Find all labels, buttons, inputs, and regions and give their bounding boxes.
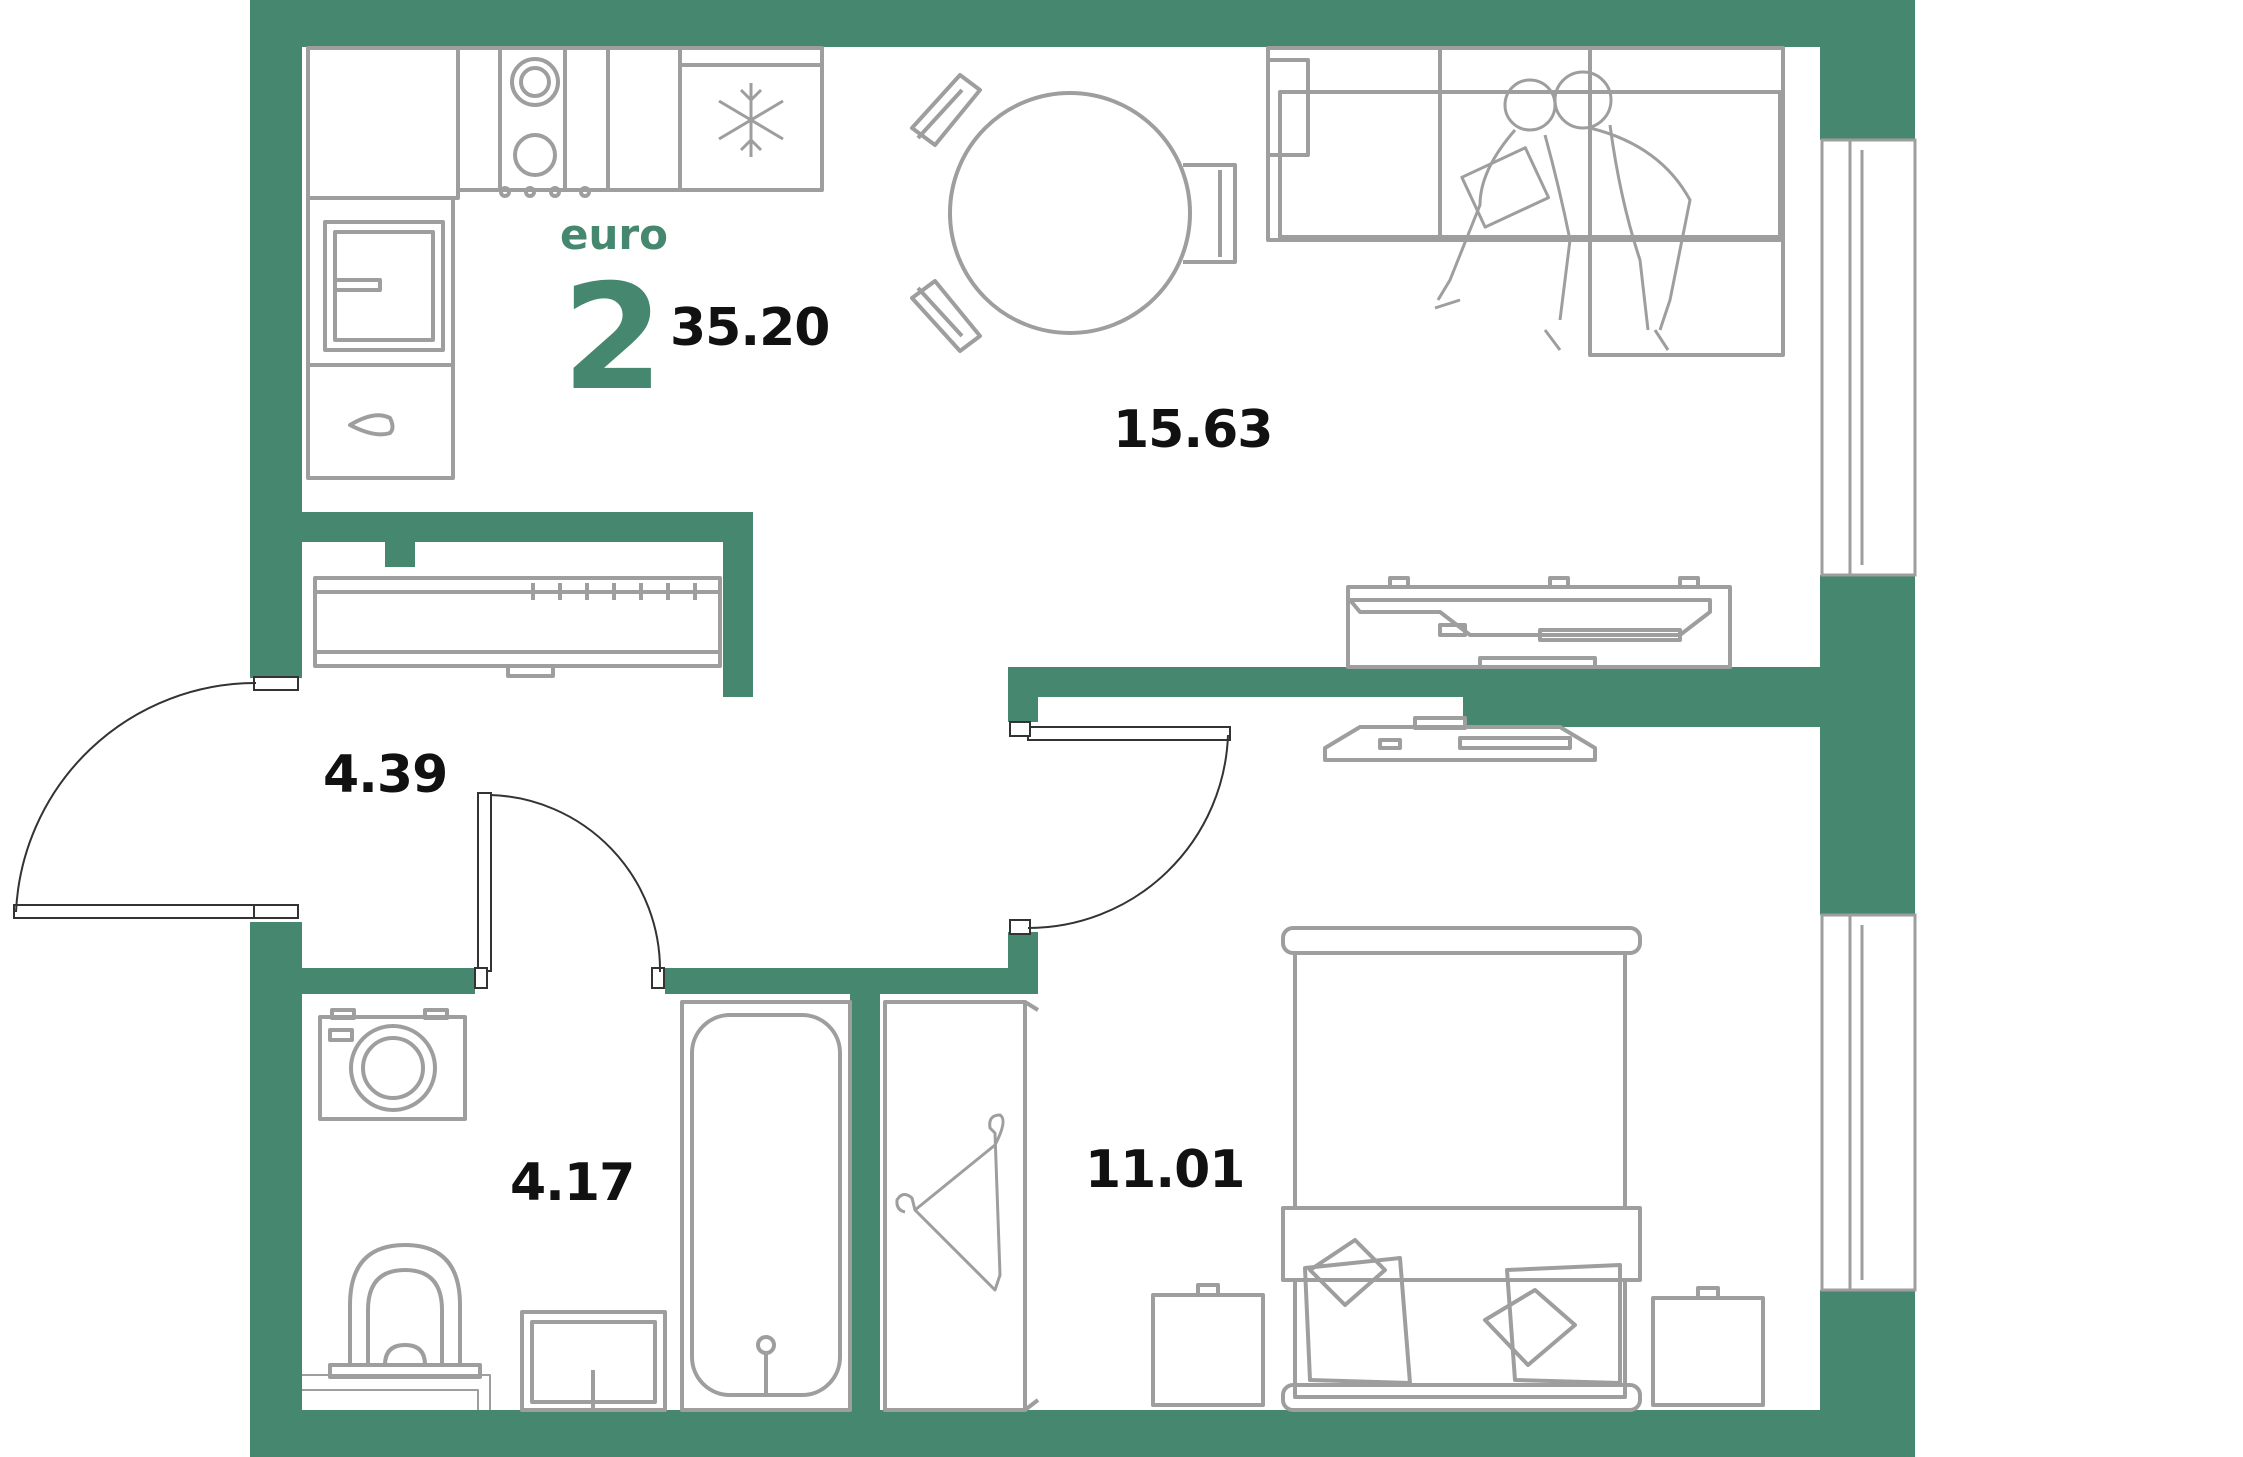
bed-icon [1281,926,1642,1412]
total-area: 35.20 [670,298,830,358]
nightstand-icon [1651,1286,1765,1407]
bedroom-area: 11.01 [1085,1140,1245,1200]
stove-icon [456,46,682,198]
wall-left-lower [250,922,302,1457]
window-icon [1820,913,1917,1292]
bathtub-icon [680,1000,852,1412]
sofa-icon [1266,46,1785,357]
hall-area: 4.39 [323,745,448,805]
tv-unit-icon [1346,576,1732,669]
wall-bath-bedroom [850,994,880,1410]
wall-right-mid [1820,575,1915,915]
wall-top [250,0,1915,47]
door-icon [13,676,299,919]
tv-stand-icon [1323,716,1597,762]
wall-kitchen-hall [250,512,753,542]
room-count: 2 [562,253,664,423]
walls [250,0,1915,1457]
nightstand-icon [1151,1283,1265,1407]
drop-icon [348,413,395,437]
wall-living-bedroom-step [1463,697,1820,727]
wall-right-top [1820,0,1915,140]
freezer-icon [678,46,824,192]
wall-bath-top-right [665,968,1038,994]
hall-shelf [313,576,722,678]
wall-kitchen-hall-drop [723,512,753,697]
wall-hall-bedroom [1008,932,1038,994]
wardrobe-icon [883,1000,1040,1412]
bathroom-area: 4.17 [510,1153,635,1213]
door-icon [474,792,665,989]
door-icon [1009,721,1231,935]
wall-niche [385,542,415,567]
toilet-icon [328,1243,482,1379]
windows [1820,138,1917,1292]
wall-bath-top-left [250,968,475,994]
apartment-type-label: euro [560,210,668,259]
wall-bottom [250,1410,1915,1457]
bathroom-sink-icon [520,1310,667,1412]
bath-floor-strip [302,1374,491,1410]
dining-table-icon [910,73,1237,353]
window-icon [1820,138,1917,577]
wall-living-bedroom [1008,667,1820,697]
wall-right-bottom [1820,1290,1915,1457]
washing-machine-icon [318,1008,467,1121]
people-icon [1434,70,1692,351]
wall-left-upper [250,0,302,678]
wall-stub-living [1008,667,1038,722]
doors [13,676,1231,989]
furniture [302,46,1785,1412]
sink-icon [323,220,445,352]
living-room-area: 15.63 [1113,400,1273,460]
